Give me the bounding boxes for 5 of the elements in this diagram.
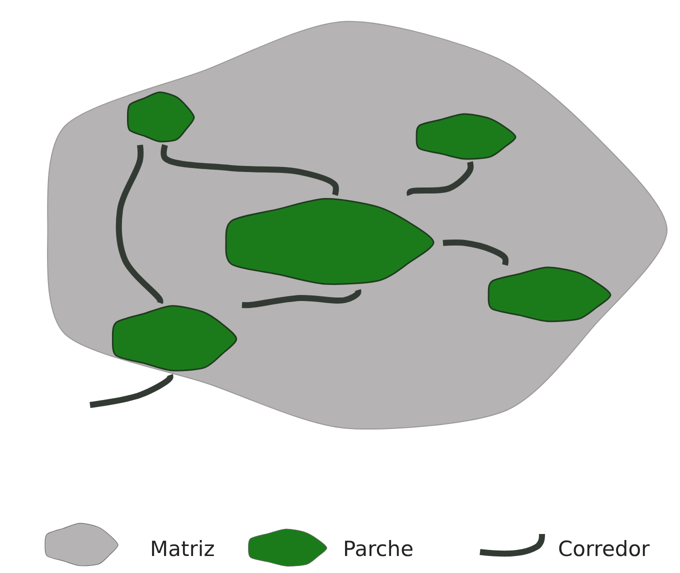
corridor-line (116, 144, 164, 304)
legend-label: Corredor (558, 536, 650, 562)
legend-label: Matriz (150, 536, 215, 562)
legend-label: Parche (343, 536, 414, 562)
corridor-line (160, 144, 339, 196)
